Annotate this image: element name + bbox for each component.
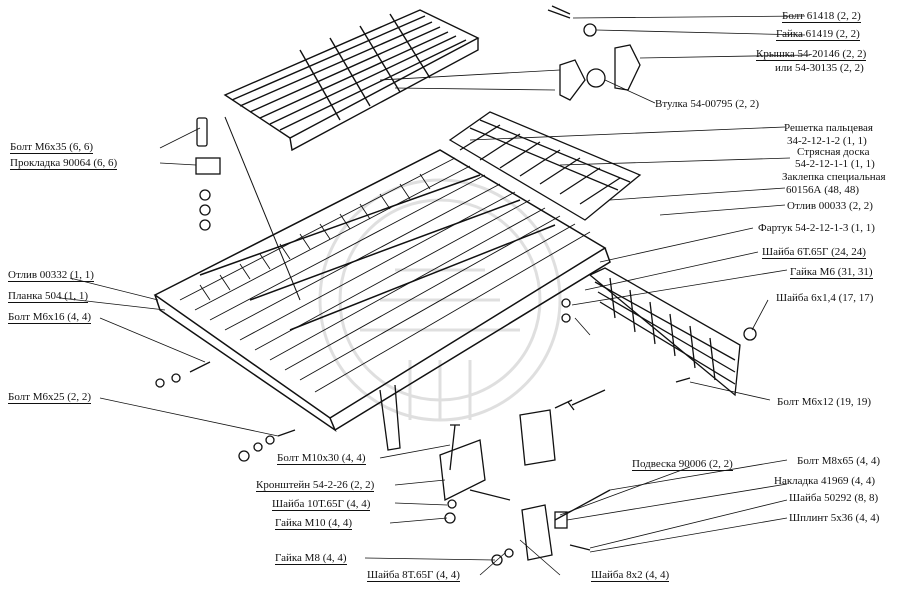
label-rivet-line2: 60156А (48, 48) [786, 184, 860, 196]
label-pad-41969: Накладка 41969 (4, 4) [774, 475, 876, 487]
label-hanger: Подвеска 90006 (2, 2) [632, 458, 733, 471]
label-nut-m10: Гайка М10 (4, 4) [275, 517, 353, 530]
label-bolt-61418: Болт 61418 (2, 2) [782, 10, 861, 23]
label-washer-6t65g: Шайба 6Т.65Г (24, 24) [762, 246, 866, 259]
label-finger-grid-line1: Решетка пальцевая [784, 122, 873, 134]
top-sieve-assembly [223, 9, 561, 152]
label-washer-10t65g: Шайба 10Т.65Г (4, 4) [272, 498, 371, 511]
label-nut-m8: Гайка М8 (4, 4) [275, 552, 347, 565]
label-bushing: Втулка 54-00795 (2, 2) [655, 98, 760, 110]
label-apron: Фартук 54-2-12-1-3 (1, 1) [758, 222, 875, 234]
label-nut-61419: Гайка 61419 (2, 2) [776, 28, 860, 41]
label-casting-00033: Отлив 00033 (2, 2) [787, 200, 873, 212]
label-shaker-line1: Стрясная доска [797, 146, 870, 158]
label-rivet-line1: Заклепка специальная [782, 171, 886, 183]
label-shaker-line2: 54-2-12-1-1 (1, 1) [795, 158, 875, 170]
label-washer-8t65g: Шайба 8Т.65Г (4, 4) [367, 569, 460, 582]
label-strip-504: Планка 504 (1, 1) [8, 290, 89, 303]
label-casting-00332: Отлив 00332 (1, 1) [8, 269, 94, 282]
label-nut-m6: Гайка М6 (31, 31) [790, 266, 873, 279]
label-washer-50292: Шайба 50292 (8, 8) [789, 492, 879, 504]
label-washer-6x14: Шайба 6х1,4 (17, 17) [776, 292, 874, 304]
label-finger-grid-line2: 34-2-12-1-2 (1, 1) [787, 135, 867, 147]
label-bolt-m6x25: Болт М6х25 (2, 2) [8, 391, 92, 404]
label-cover-line1: Крышка 54-20146 (2, 2) [756, 48, 867, 61]
label-bolt-m6x12: Болт М6х12 (19, 19) [777, 396, 872, 408]
label-bolt-m10x30: Болт М10х30 (4, 4) [277, 452, 366, 465]
apron-mesh [588, 267, 741, 397]
label-gasket-90064: Прокладка 90064 (6, 6) [10, 157, 118, 170]
label-bolt-m6x35: Болт М6х35 (6, 6) [10, 141, 94, 154]
hardware-bolts [155, 5, 757, 566]
label-bolt-m8x65: Болт М8х65 (4, 4) [797, 455, 881, 467]
main-sieve-tray [153, 116, 611, 433]
label-bolt-m6x16: Болт М6х16 (4, 4) [8, 311, 92, 324]
label-washer-8x2: Шайба 8х2 (4, 4) [591, 569, 670, 582]
finger-grid-part [448, 111, 642, 221]
label-cover-line2: или 54-30135 (2, 2) [775, 62, 864, 74]
label-bracket: Кронштейн 54-2-26 (2, 2) [256, 479, 375, 492]
label-cotter-pin: Шплинт 5х36 (4, 4) [789, 512, 880, 524]
